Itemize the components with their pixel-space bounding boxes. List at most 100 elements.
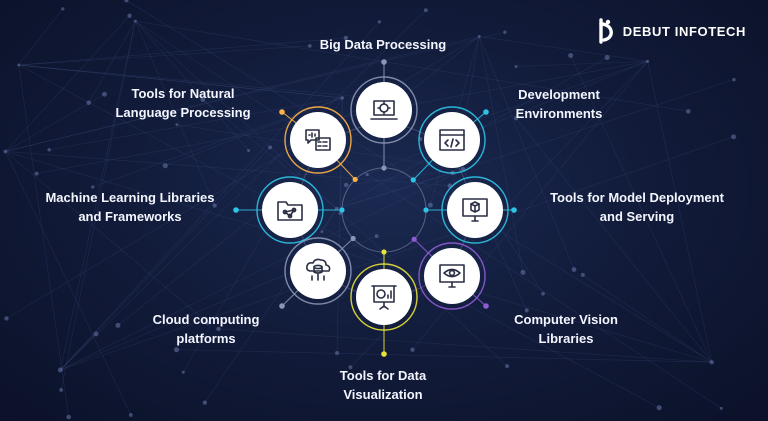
- network-dot: [520, 269, 526, 275]
- network-line: [5, 151, 712, 363]
- network-dot: [477, 34, 481, 38]
- network-dot: [59, 388, 64, 392]
- network-line: [647, 61, 713, 363]
- network-line: [126, 0, 712, 363]
- network-dot: [365, 172, 369, 177]
- network-dot: [686, 109, 691, 114]
- network-dot: [423, 8, 428, 13]
- network-line: [18, 8, 64, 66]
- network-dot: [505, 364, 510, 369]
- network-dot: [181, 370, 185, 374]
- network-dot: [93, 331, 99, 337]
- network-dot: [427, 202, 433, 208]
- spoke-dot: [381, 165, 387, 171]
- node-dev-env: [418, 106, 486, 174]
- label-line: Language Processing: [115, 105, 251, 120]
- label-dev-env: Development Environments: [496, 85, 622, 123]
- network-dot: [212, 203, 217, 208]
- network-line: [18, 45, 310, 66]
- network-line: [202, 99, 337, 209]
- label-line: platforms: [176, 331, 236, 346]
- network-dot: [524, 308, 529, 313]
- label-nlp: Tools for Natural Language Processing: [100, 84, 266, 122]
- network-line: [18, 64, 343, 99]
- network-line: [60, 21, 136, 371]
- connector-dot: [381, 351, 387, 357]
- connector-dot: [279, 303, 285, 309]
- spoke-dot: [423, 207, 429, 213]
- node-model-deploy: [441, 176, 509, 244]
- spoke-dot: [381, 249, 387, 255]
- network-dot: [66, 414, 72, 420]
- connector-dot: [279, 109, 285, 115]
- network-line: [60, 136, 734, 371]
- spoke-dot: [339, 207, 345, 213]
- network-dot: [348, 365, 353, 370]
- network-dot: [47, 147, 52, 152]
- network-line: [218, 328, 712, 363]
- network-dot: [124, 0, 129, 3]
- brand-logo[interactable]: DEBUT INFOTECH: [595, 18, 746, 44]
- network-line: [5, 31, 505, 152]
- network-dot: [709, 360, 714, 365]
- network-line: [478, 36, 524, 273]
- node-disc: [356, 82, 412, 138]
- debut-logo-icon: [599, 18, 613, 44]
- network-dot: [513, 116, 519, 121]
- network-line: [18, 64, 343, 99]
- network-dot: [719, 406, 723, 410]
- network-line: [60, 333, 97, 371]
- network-dot: [731, 134, 737, 140]
- label-line: Cloud computing: [152, 312, 260, 327]
- network-dot: [335, 350, 340, 355]
- speech-binary-icon: [305, 129, 331, 151]
- label-line: Machine Learning Libraries: [45, 190, 215, 205]
- network-dot: [127, 13, 132, 18]
- network-line: [60, 9, 427, 371]
- label-cloud: Cloud computing platforms: [138, 310, 274, 348]
- network-line: [321, 208, 337, 232]
- network-line: [5, 151, 450, 187]
- network-dot: [91, 185, 95, 189]
- label-line: Computer Vision: [514, 312, 618, 327]
- spoke-dot: [352, 176, 358, 183]
- node-disc: [262, 182, 318, 238]
- network-dot: [580, 272, 585, 277]
- label-line: Libraries: [538, 331, 594, 346]
- label-line: Tools for Data: [339, 368, 427, 383]
- label-line: Tools for Natural: [131, 86, 235, 101]
- network-dot: [133, 19, 137, 23]
- network-line: [88, 20, 136, 103]
- network-dot: [410, 347, 415, 352]
- network-line: [516, 61, 648, 67]
- node-halo: [418, 106, 486, 174]
- network-line: [18, 37, 346, 66]
- network-line: [479, 36, 648, 62]
- node-nlp: [284, 106, 352, 174]
- label-big-data: Big Data Processing: [300, 35, 466, 54]
- network-dot: [200, 97, 206, 102]
- spoke-dot: [411, 236, 417, 242]
- network-dot: [268, 145, 273, 150]
- network-dot: [541, 291, 545, 296]
- network-dot: [57, 367, 63, 373]
- network-dot: [101, 91, 107, 97]
- network-dot: [732, 77, 736, 82]
- label-ml-libs: Machine Learning Libraries and Framework…: [32, 188, 228, 226]
- network-line: [18, 64, 69, 418]
- network-line: [5, 36, 480, 152]
- connector-dot: [511, 207, 517, 213]
- laptop-gear-icon: [370, 100, 398, 120]
- network-line: [336, 172, 453, 210]
- network-line: [60, 21, 380, 371]
- network-dot: [571, 267, 577, 272]
- network-line: [165, 97, 343, 166]
- brand-name: DEBUT INFOTECH: [622, 23, 746, 39]
- cloud-database-icon: [306, 258, 331, 281]
- network-line: [570, 55, 713, 363]
- label-data-viz: Tools for Data Visualization: [320, 366, 446, 404]
- network-line: [478, 36, 575, 270]
- network-dot: [514, 65, 518, 69]
- label-line: and Serving: [599, 209, 675, 224]
